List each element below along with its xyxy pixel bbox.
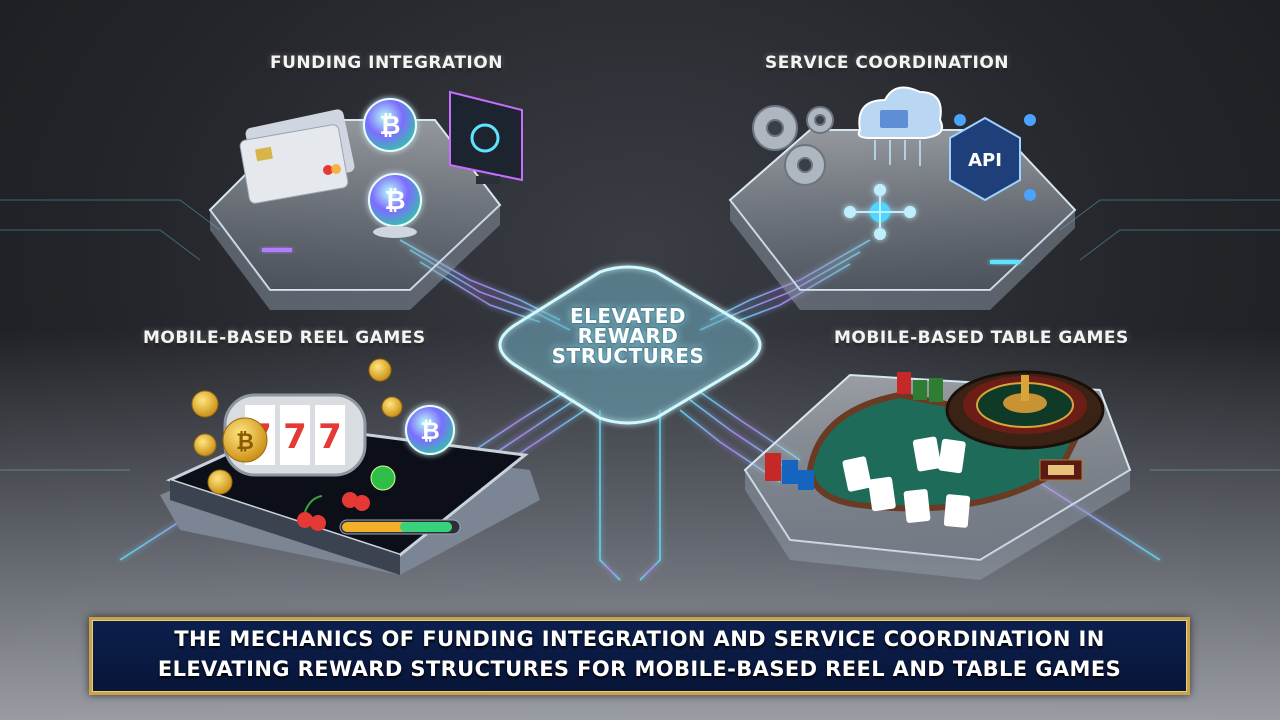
center-hub-text: ELEVATED REWARD STRUCTURES: [478, 306, 778, 366]
api-label: API: [968, 150, 1002, 171]
bitcoin-coin-icon: ₿ ₿: [363, 98, 422, 238]
svg-text:₿: ₿: [384, 186, 405, 216]
center-line-1: ELEVATED: [569, 304, 687, 328]
banner-line-2: ELEVATING REWARD STRUCTURES FOR MOBILE-B…: [157, 657, 1122, 681]
roulette-wheel-icon: [945, 370, 1105, 450]
cherry-icon: [297, 465, 396, 531]
center-hub-shape: [498, 265, 762, 425]
poker-chips-icon: [765, 372, 943, 490]
node-network-icon: [844, 184, 916, 240]
slot-symbol-3: 7: [318, 417, 342, 457]
cloud-icon: [857, 86, 944, 166]
service-coordination-label: SERVICE COORDINATION: [765, 53, 1010, 73]
title-banner: THE MECHANICS OF FUNDING INTEGRATION AND…: [89, 617, 1190, 695]
center-line-2: REWARD: [577, 324, 679, 348]
center-line-3: STRUCTURES: [551, 344, 705, 368]
gear-icon: [752, 105, 834, 186]
table-games-label: MOBILE-BASED TABLE GAMES: [834, 328, 1129, 348]
svg-text:₿: ₿: [236, 430, 254, 455]
gold-coins: ₿: [191, 358, 403, 495]
playing-card-icon: [842, 436, 971, 528]
circuit-traces-faint: [0, 199, 1280, 471]
slot-symbol-2: 7: [283, 417, 307, 457]
service-platform: [728, 129, 1077, 310]
security-screen-icon: [449, 90, 523, 184]
api-network-icon: API: [949, 114, 1036, 202]
credit-card-icon: [239, 109, 355, 204]
svg-text:₿: ₿: [420, 417, 440, 445]
progress-bar: [339, 519, 461, 535]
center-hub: ELEVATED REWARD STRUCTURES: [478, 262, 778, 412]
bitcoin-coin-icon: ₿: [405, 405, 455, 455]
reel-games-label: MOBILE-BASED REEL GAMES: [143, 328, 426, 348]
svg-text:₿: ₿: [379, 111, 400, 141]
card-shoe-icon: [1039, 459, 1083, 481]
banner-line-1: THE MECHANICS OF FUNDING INTEGRATION AND…: [174, 627, 1105, 651]
funding-integration-label: FUNDING INTEGRATION: [270, 53, 503, 73]
